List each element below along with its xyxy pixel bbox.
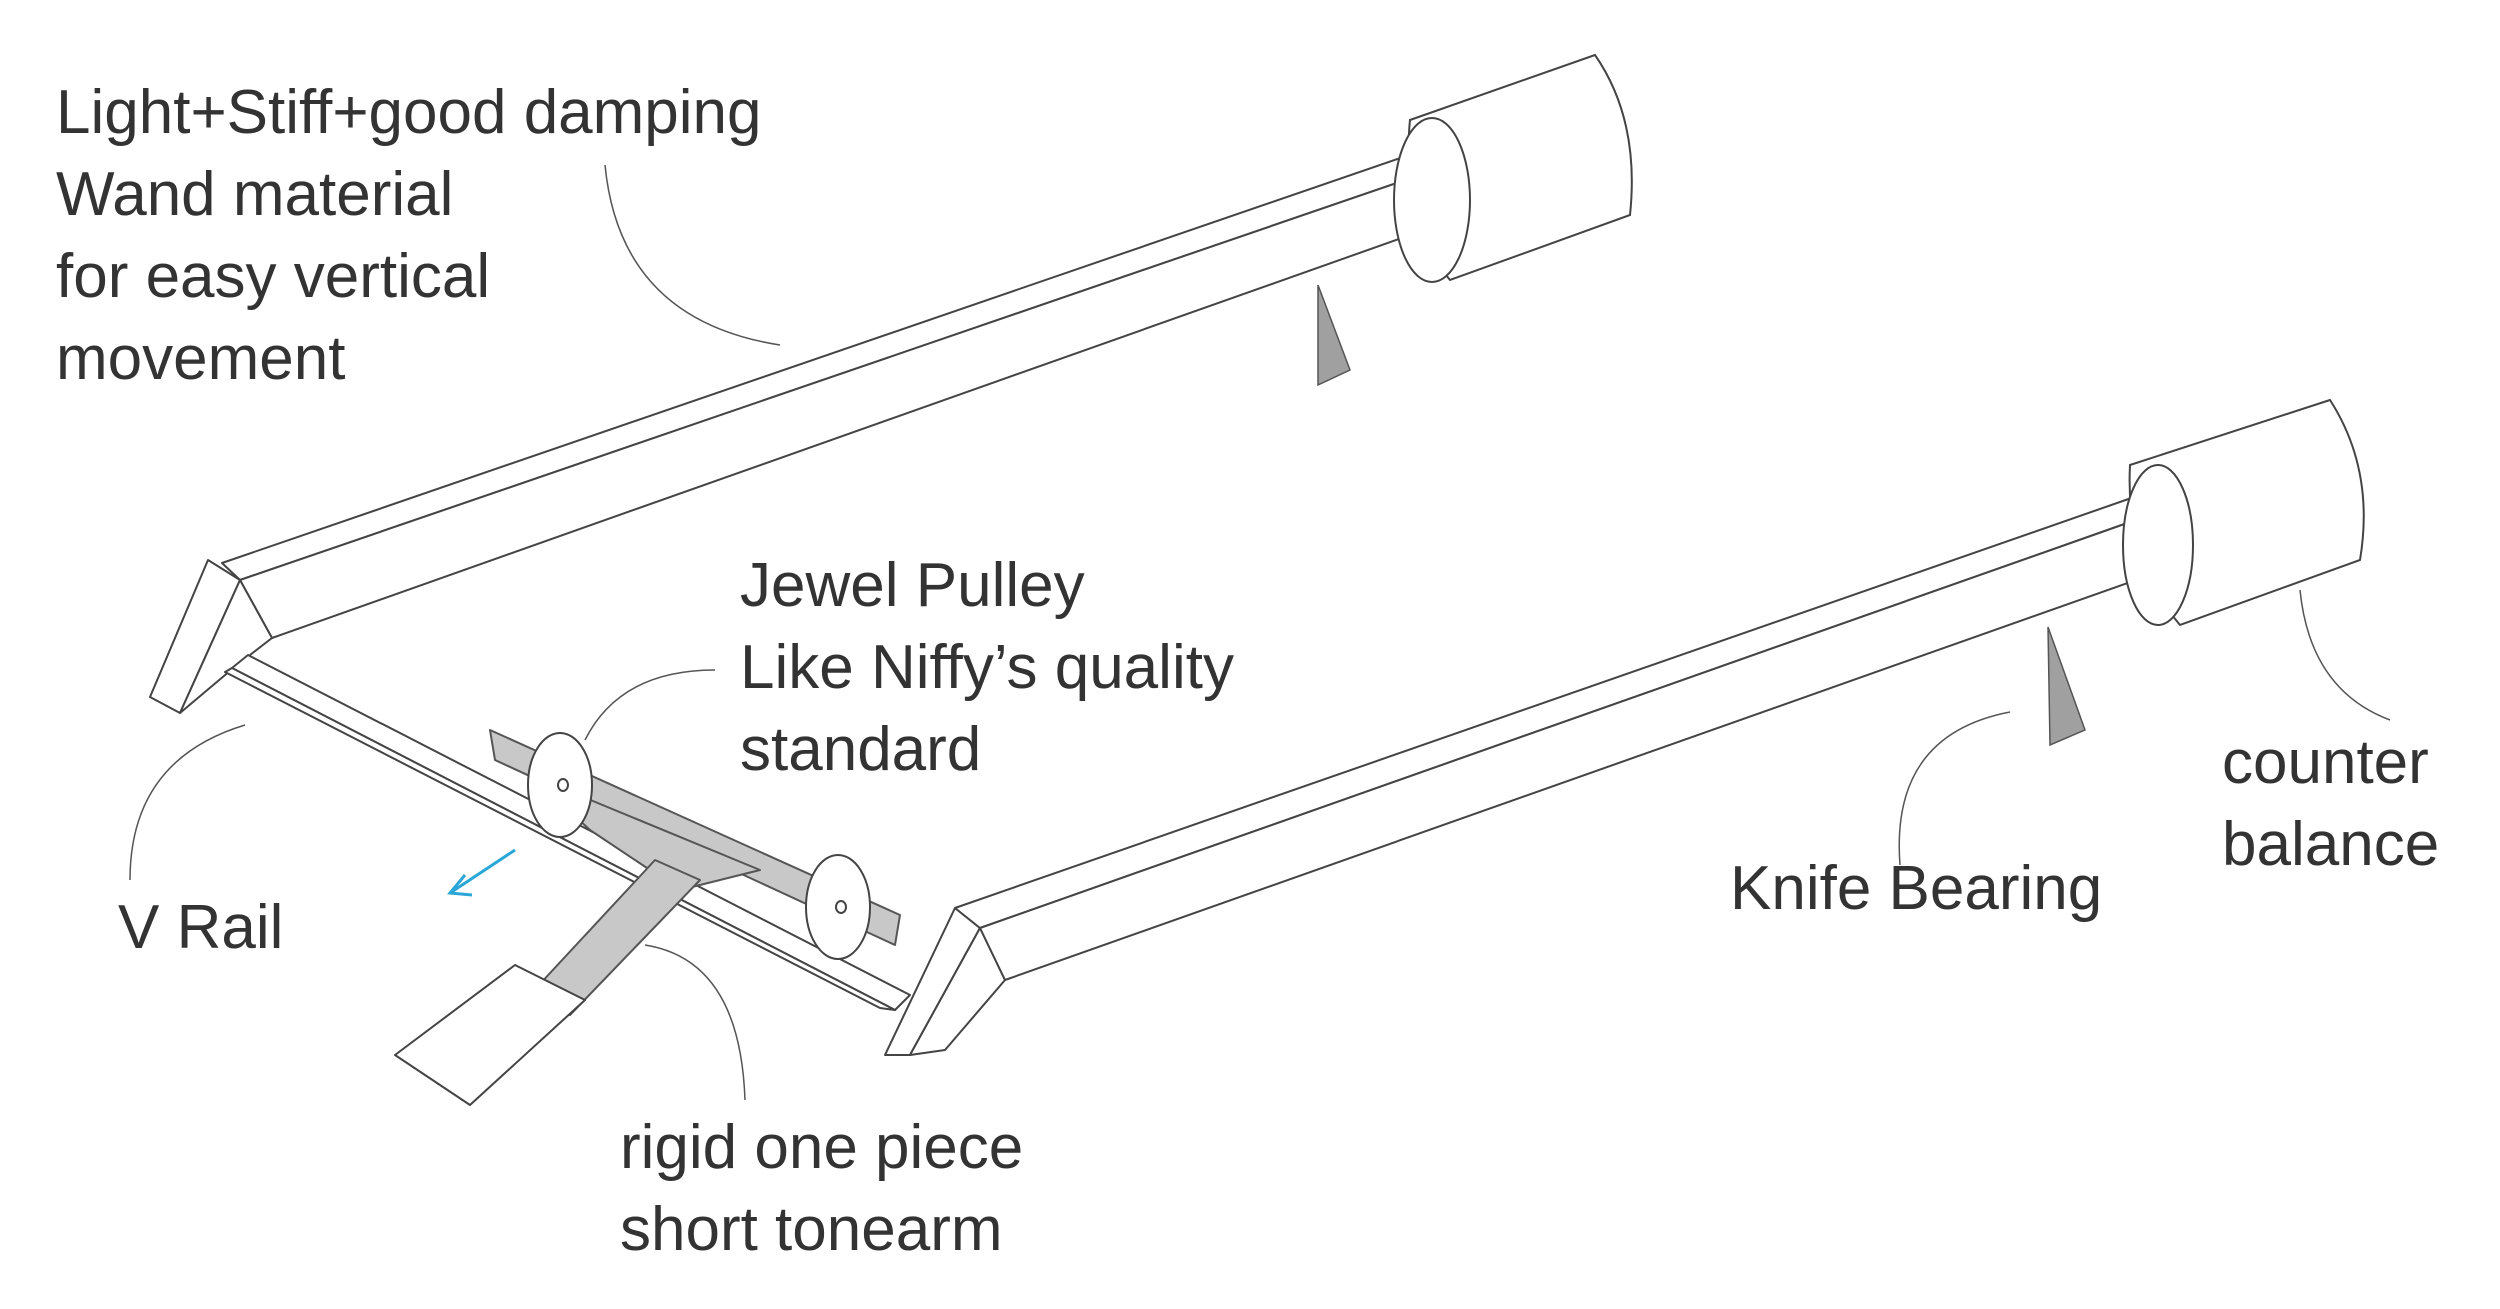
label-line: for easy vertical bbox=[56, 242, 491, 311]
label-line: Jewel Pulley bbox=[740, 551, 1085, 620]
jewel-pulley-right bbox=[805, 854, 871, 960]
label-line: counter bbox=[2222, 728, 2429, 797]
label-line: rigid one piece bbox=[620, 1113, 1024, 1182]
label-line: short tonearm bbox=[620, 1195, 1003, 1264]
leader-wand bbox=[604, 164, 781, 346]
leader-knife bbox=[1898, 711, 2011, 866]
lower-counterweight bbox=[2122, 398, 2365, 627]
label-line: Light+Stiff+good damping bbox=[56, 78, 762, 147]
label-jewel-pulley: Jewel Pulley Like Niffy’s quality standa… bbox=[740, 545, 1234, 791]
upper-counterweight bbox=[1393, 53, 1633, 283]
label-tonearm: rigid one piece short tonearm bbox=[620, 1107, 1023, 1271]
direction-arrow bbox=[447, 848, 516, 897]
label-line: Knife Bearing bbox=[1730, 854, 2103, 923]
label-v-rail: V Rail bbox=[118, 887, 283, 969]
leader-jewel bbox=[584, 669, 716, 741]
label-knife-bearing: Knife Bearing bbox=[1730, 848, 2102, 930]
leader-lines bbox=[129, 164, 2391, 1101]
headshell bbox=[394, 964, 586, 1106]
label-wand-material: Light+Stiff+good damping Wand material f… bbox=[56, 72, 762, 400]
label-line: standard bbox=[740, 715, 982, 784]
label-line: Like Niffy’s quality bbox=[740, 633, 1234, 702]
jewel-pulley-left bbox=[527, 732, 593, 838]
leader-tonearm bbox=[644, 944, 746, 1101]
leader-counter bbox=[2299, 589, 2391, 721]
label-line: movement bbox=[56, 324, 346, 393]
label-line: V Rail bbox=[118, 893, 284, 962]
label-counter-balance: counter balance bbox=[2222, 722, 2439, 886]
label-line: Wand material bbox=[56, 160, 454, 229]
upper-wand bbox=[149, 147, 1446, 714]
leader-vrail bbox=[129, 724, 246, 881]
label-line: balance bbox=[2222, 810, 2440, 879]
knife-bearings bbox=[1317, 284, 2086, 747]
